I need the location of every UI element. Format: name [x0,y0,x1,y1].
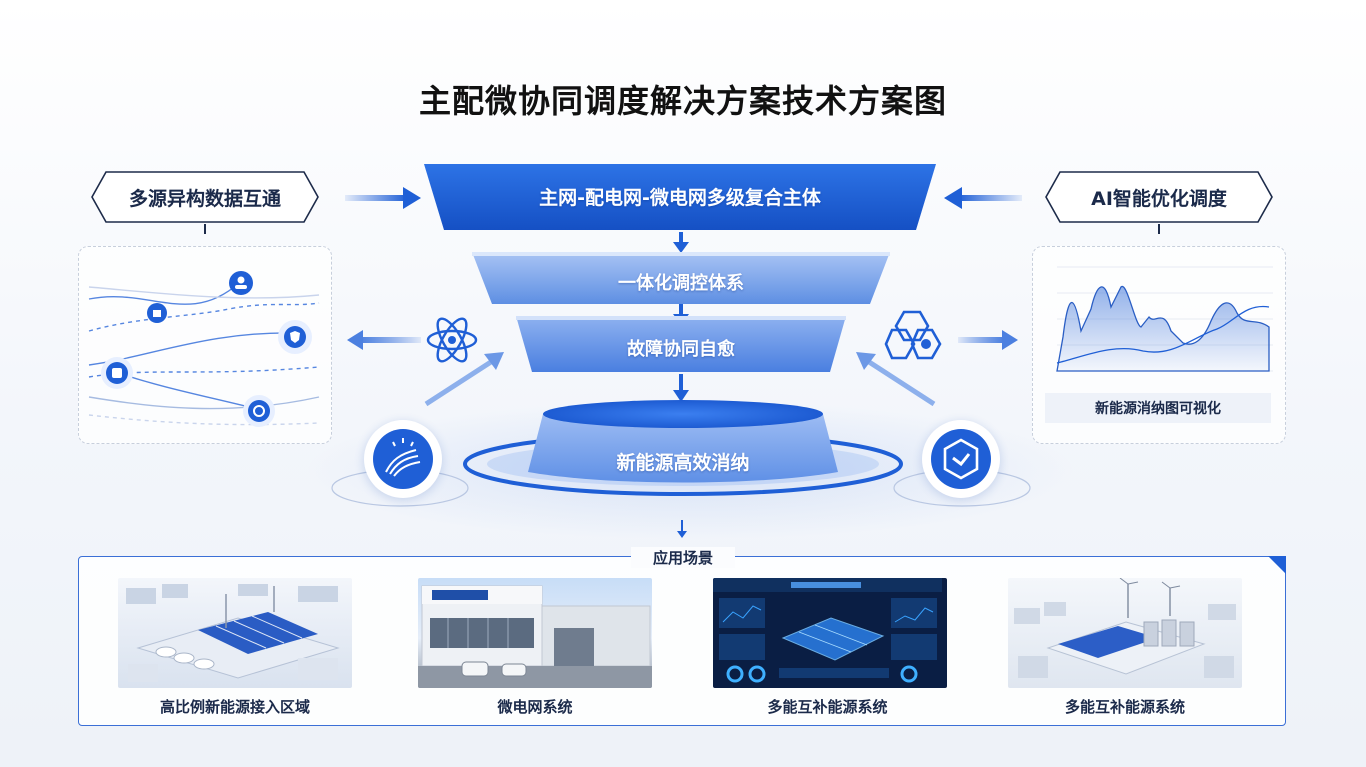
arrow-down-icon [673,232,689,253]
tier-top-shape [424,164,936,230]
tier-3: 故障协同自愈 [516,316,846,372]
solar-wave-icon [373,429,433,489]
scenario-card-1 [118,578,352,688]
scenario-image-2 [418,585,652,688]
tier-3-shape [516,316,846,372]
right-label-text: AI智能优化调度 [1091,187,1227,210]
tier-top-text: 主网-配电网-微电网多级复合主体 [539,187,821,209]
scenario-card-3 [713,578,947,688]
node-user-icon [229,271,253,295]
right-label-connector [1158,224,1160,234]
hex-frame [91,171,319,223]
solar-wave-badge [364,420,442,498]
arrow-down-icon [673,374,689,402]
cube-shield-badge [922,420,1000,498]
scenario-image-3 [713,578,942,683]
tier-2-shape [472,252,890,304]
hex-frame [1045,171,1273,223]
arrow-down-icon [677,520,687,538]
base-platform [463,400,903,496]
frame-corner-accent [1268,556,1286,574]
cube-shield-icon [931,429,991,489]
hex-chain-icon [884,310,942,360]
node-lock-icon [147,303,167,323]
scenario-card-2 [418,578,652,688]
consumption-chart [1056,266,1273,372]
scenario-label: 应用场景 [631,547,735,568]
chart-caption-bar: 新能源消纳图可视化 [1045,393,1271,423]
arrow-upleft-icon [856,352,936,407]
node-db-icon [101,357,133,389]
data-flow-panel [78,246,332,444]
data-flow-lines [88,271,320,427]
arrow-upright-icon [424,352,504,407]
scenario-caption-3: 多能互补能源系统 [767,698,888,716]
left-hex-label: 多源异构数据互通 [78,170,332,224]
tier-top-bar: 主网-配电网-微电网多级复合主体 [424,164,936,230]
page-title: 主配微协同调度解决方案技术方案图 [418,82,947,120]
visualization-panel: 新能源消纳图可视化 [1032,246,1286,444]
arrow-right-icon [958,330,1018,350]
node-shield-icon [278,320,312,354]
base-text: 新能源高效消纳 [616,452,750,474]
left-label-connector [204,224,206,234]
arrow-left-icon [944,187,1022,209]
chart-caption: 新能源消纳图可视化 [1095,401,1221,417]
scenario-caption-1: 高比例新能源接入区域 [159,698,310,716]
scenario-caption-2: 微电网系统 [497,698,573,716]
tier-3-text: 故障协同自愈 [627,339,735,360]
right-hex-label: AI智能优化调度 [1032,170,1286,224]
scenario-image-4 [1014,578,1236,678]
tier-2: 一体化调控体系 [472,252,890,304]
scenario-card-4 [1008,578,1242,688]
scenario-caption-4: 多能互补能源系统 [1064,698,1185,716]
arrow-right-icon [345,187,421,209]
node-coin-icon [243,395,275,427]
arrow-left-icon [347,330,421,350]
left-label-text: 多源异构数据互通 [128,187,281,210]
scenario-image-1 [126,584,340,682]
atom-icon [426,317,478,363]
tier-2-text: 一体化调控体系 [618,273,744,294]
